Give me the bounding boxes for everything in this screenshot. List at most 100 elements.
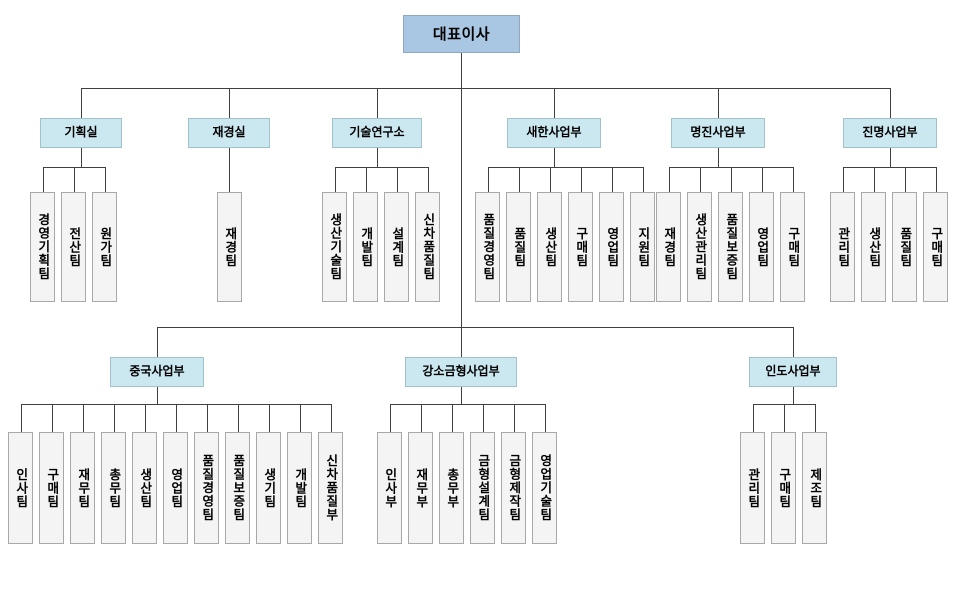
node-team-4-2-label: 품질보증팀 <box>723 213 739 281</box>
node-team-5-1[interactable]: 생산팀 <box>861 192 886 302</box>
node-division-1-label: 재경실 <box>212 125 246 140</box>
node-division-5-label: 진명사업부 <box>862 125 918 140</box>
node-team-1-0[interactable]: 재경팀 <box>217 192 242 302</box>
node-team2-2-2[interactable]: 제조팀 <box>802 432 827 544</box>
drop-line-team <box>518 167 520 192</box>
node-team-4-0[interactable]: 재경팀 <box>656 192 681 302</box>
drop-line-team <box>761 167 763 192</box>
node-team-2-1[interactable]: 개발팀 <box>353 192 378 302</box>
node-team-4-3-label: 영업팀 <box>754 226 770 268</box>
drop-line-team <box>42 167 44 192</box>
node-team-5-2[interactable]: 품질팀 <box>892 192 917 302</box>
drop-line-division <box>890 88 891 118</box>
node-division-2[interactable]: 기술연구소 <box>332 118 422 148</box>
drop-line-team2 <box>268 404 270 432</box>
node-division-4[interactable]: 명진사업부 <box>671 118 765 148</box>
node-team-5-0[interactable]: 관리팀 <box>830 192 855 302</box>
node-team-3-0[interactable]: 품질경영팀 <box>475 192 500 302</box>
node-team-0-0-label: 경영기획팀 <box>35 213 51 281</box>
node-team2-0-5[interactable]: 영업팀 <box>163 432 188 544</box>
node-team2-1-3[interactable]: 금형설계팀 <box>470 432 495 544</box>
drop-line-team2 <box>513 404 515 432</box>
stem-line-division2 <box>461 387 462 404</box>
node-team2-0-2-label: 재무팀 <box>75 467 91 509</box>
node-team-0-2-label: 원가팀 <box>97 226 113 268</box>
node-team2-1-0[interactable]: 인사부 <box>377 432 402 544</box>
node-team2-1-5[interactable]: 영업기술팀 <box>532 432 557 544</box>
node-team2-0-3[interactable]: 총무팀 <box>101 432 126 544</box>
node-team-2-3-label: 신차품질팀 <box>420 213 436 281</box>
node-team2-0-10[interactable]: 신차품질부 <box>318 432 343 544</box>
node-team-0-1-label: 전산팀 <box>66 226 82 268</box>
leaf-bar-level2 <box>389 404 545 405</box>
node-team2-0-9[interactable]: 개발팀 <box>287 432 312 544</box>
stem-line-division2 <box>157 387 158 404</box>
node-team2-1-4[interactable]: 금형제작팀 <box>501 432 526 544</box>
node-team-3-2[interactable]: 생산팀 <box>537 192 562 302</box>
drop-line-team <box>668 167 670 192</box>
leaf-bar-level1 <box>334 167 428 168</box>
drop-line-team <box>642 167 644 192</box>
node-team-4-3[interactable]: 영업팀 <box>749 192 774 302</box>
node-team-0-1[interactable]: 전산팀 <box>61 192 86 302</box>
node-team-3-5[interactable]: 지원팀 <box>630 192 655 302</box>
stem-line-division <box>81 148 82 167</box>
node-team-2-2[interactable]: 설계팀 <box>384 192 409 302</box>
node-division2-2[interactable]: 인도사업부 <box>749 357 837 387</box>
stem-line-division <box>229 148 230 192</box>
drop-line-team2 <box>51 404 53 432</box>
node-team2-1-4-label: 금형제작팀 <box>506 454 522 522</box>
node-team2-1-1-label: 재무부 <box>413 467 429 509</box>
node-division-5[interactable]: 진명사업부 <box>843 118 937 148</box>
node-team-4-4[interactable]: 구매팀 <box>780 192 805 302</box>
node-team-3-1-label: 품질팀 <box>511 226 527 268</box>
node-team-0-0[interactable]: 경영기획팀 <box>30 192 55 302</box>
drop-line-team <box>580 167 582 192</box>
node-team-4-2[interactable]: 품질보증팀 <box>718 192 743 302</box>
node-team-2-3[interactable]: 신차품질팀 <box>415 192 440 302</box>
node-team2-0-6[interactable]: 품질경영팀 <box>194 432 219 544</box>
drop-line-division2 <box>461 327 462 357</box>
drop-line-team2 <box>389 404 391 432</box>
node-team2-0-7[interactable]: 품질보증팀 <box>225 432 250 544</box>
drop-line-team <box>730 167 732 192</box>
drop-line-team <box>699 167 701 192</box>
node-team2-1-1[interactable]: 재무부 <box>408 432 433 544</box>
stem-line-division2 <box>793 387 794 404</box>
node-division-0[interactable]: 기획실 <box>40 118 122 148</box>
node-team2-0-2[interactable]: 재무팀 <box>70 432 95 544</box>
node-team-4-1-label: 생산관리팀 <box>692 213 708 281</box>
node-team2-1-3-label: 금형설계팀 <box>475 454 491 522</box>
node-team-0-2[interactable]: 원가팀 <box>92 192 117 302</box>
node-team-2-0[interactable]: 생산기술팀 <box>322 192 347 302</box>
drop-line-team <box>487 167 489 192</box>
node-team2-0-1[interactable]: 구매팀 <box>39 432 64 544</box>
drop-line-team <box>842 167 844 192</box>
node-team2-0-0-label: 인사팀 <box>13 467 29 509</box>
node-team2-2-0[interactable]: 관리팀 <box>740 432 765 544</box>
leaf-bar-level1 <box>842 167 936 168</box>
node-team-5-3-label: 구매팀 <box>928 226 944 268</box>
node-division2-1[interactable]: 강소금형사업부 <box>405 357 517 387</box>
node-division2-0[interactable]: 중국사업부 <box>110 357 204 387</box>
node-division-1[interactable]: 재경실 <box>188 118 270 148</box>
node-team2-2-1[interactable]: 구매팀 <box>771 432 796 544</box>
node-team-4-4-label: 구매팀 <box>785 226 801 268</box>
node-team2-0-0[interactable]: 인사팀 <box>8 432 33 544</box>
node-division-3[interactable]: 새한사업부 <box>507 118 601 148</box>
node-team2-0-4[interactable]: 생산팀 <box>132 432 157 544</box>
node-team-3-1[interactable]: 품질팀 <box>506 192 531 302</box>
node-team2-0-8[interactable]: 생기팀 <box>256 432 281 544</box>
node-division-4-label: 명진사업부 <box>690 125 746 140</box>
node-root-ceo[interactable]: 대표이사 <box>403 15 520 53</box>
drop-line-team <box>904 167 906 192</box>
node-team-5-3[interactable]: 구매팀 <box>923 192 948 302</box>
drop-line-division <box>554 88 555 118</box>
node-team2-1-2[interactable]: 총무부 <box>439 432 464 544</box>
drop-line-team <box>104 167 106 192</box>
node-team-3-3[interactable]: 구매팀 <box>568 192 593 302</box>
node-team-4-1[interactable]: 생산관리팀 <box>687 192 712 302</box>
node-team-2-0-label: 생산기술팀 <box>327 213 343 281</box>
node-team-5-0-label: 관리팀 <box>835 226 851 268</box>
node-team-3-4[interactable]: 영업팀 <box>599 192 624 302</box>
